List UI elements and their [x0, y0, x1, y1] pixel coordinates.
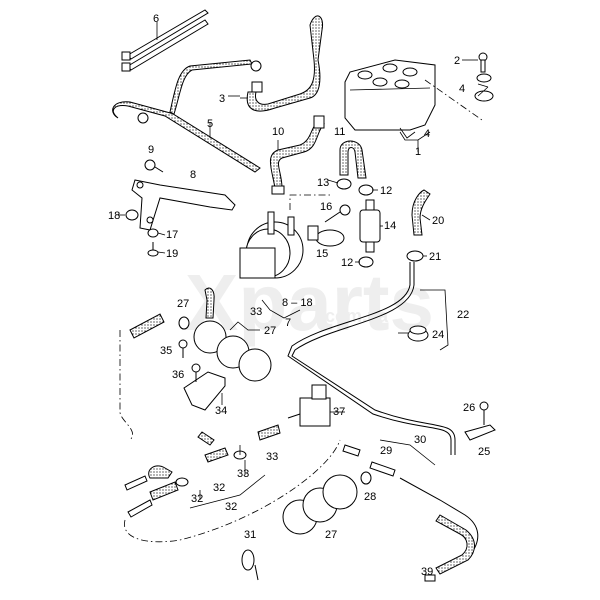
part-3-hose[interactable] [240, 15, 324, 112]
part-11-hose[interactable] [339, 140, 367, 179]
callout-29: 30 [414, 434, 426, 446]
watermark-main: Xparts [185, 258, 434, 347]
part-29-hose-line[interactable] [399, 477, 479, 575]
callout-6: 6 [153, 13, 159, 25]
callout-5: 5 [207, 118, 213, 130]
callout-35: 34 [215, 405, 227, 417]
leader-dash [119, 330, 133, 441]
part-9-screw[interactable] [144, 159, 164, 173]
leader-dash [124, 439, 341, 543]
callout-15: 15 [316, 248, 328, 260]
part-6-cable-ties[interactable] [121, 9, 209, 72]
callout-14: 14 [384, 220, 396, 232]
callout-27-lower: 28 [364, 491, 376, 503]
part-1-charcoal-canister[interactable] [344, 59, 436, 152]
part-27-nipple-upper[interactable] [178, 316, 190, 330]
callout-10: 10 [272, 126, 284, 138]
leader-lines [118, 59, 489, 509]
part-34-pipe-clips[interactable] [193, 320, 272, 382]
part-8-bracket[interactable] [131, 179, 236, 231]
watermark: Xparts .com.ua [185, 258, 434, 347]
callout-27-mid: 27 [264, 325, 276, 337]
callout-4-bracket: 4 [424, 128, 430, 140]
part-17-nut[interactable] [147, 228, 159, 238]
part-23-grommet[interactable] [407, 325, 429, 342]
part-19-bolt[interactable] [147, 242, 159, 257]
callout-12-upper: 12 [380, 185, 392, 197]
callout-30: 31 [244, 529, 256, 541]
callout-17: 17 [166, 229, 178, 241]
part-36-screw[interactable] [178, 339, 188, 358]
callout-3: 3 [219, 93, 225, 105]
callout-8: 8 [190, 169, 196, 181]
part-31-hose-set[interactable] [124, 424, 281, 518]
part-18-grommet[interactable] [125, 209, 139, 221]
callout-37: 36 [172, 369, 184, 381]
leader-dash [289, 194, 332, 210]
callout-12-lower: 12 [341, 257, 353, 269]
part-39-connector[interactable] [424, 574, 436, 582]
callouts: 6 2 4 3 5 10 11 4 1 9 8 13 12 16 18 17 1… [108, 13, 490, 578]
part-4-grommets[interactable] [474, 73, 494, 102]
callout-39: 39 [421, 566, 433, 578]
part-15-clamp-bracket[interactable] [307, 225, 345, 247]
callout-25: 26 [463, 402, 475, 414]
part-22-vent-pipe[interactable] [287, 262, 456, 455]
part-30-cable-tie[interactable] [241, 549, 259, 581]
part-38-valve[interactable] [287, 384, 331, 427]
part-hose-left-upper[interactable] [129, 287, 215, 339]
callout-13: 13 [317, 177, 329, 189]
part-7-solenoid-valve[interactable] [239, 211, 304, 279]
part-20-hose[interactable] [411, 189, 431, 236]
callout-34: 33 [250, 306, 262, 318]
part-28-t-connector[interactable] [342, 444, 396, 477]
part-10-hose[interactable] [270, 115, 325, 195]
part-24-clip[interactable] [464, 424, 496, 441]
callout-33-right: 33 [266, 451, 278, 463]
part-35-bracket[interactable] [183, 371, 226, 411]
leader-dash [424, 79, 483, 121]
callout-38: 37 [333, 406, 345, 418]
callout-24: 25 [478, 446, 490, 458]
callout-36: 35 [160, 345, 172, 357]
callout-4: 4 [459, 83, 465, 95]
callout-7: 7 [285, 317, 291, 329]
callout-16: 16 [320, 201, 332, 213]
callout-2: 2 [454, 55, 460, 67]
part-16-screw[interactable] [324, 204, 351, 223]
callout-18: 18 [108, 210, 120, 222]
part-12-clamp-upper[interactable] [358, 184, 374, 196]
part-13-clamp[interactable] [336, 178, 352, 190]
part-25-screw[interactable] [479, 401, 489, 425]
part-37-screw[interactable] [191, 363, 201, 382]
callout-9: 9 [148, 144, 154, 156]
callout-27-upper: 27 [177, 298, 189, 310]
callout-26: 27 [325, 529, 337, 541]
part-26-pipe-clips[interactable] [282, 474, 358, 535]
callout-28: 29 [380, 445, 392, 457]
watermark-sub: .com.ua [320, 306, 389, 326]
callout-1: 1 [415, 146, 421, 158]
part-5-vent-hose[interactable] [112, 59, 262, 173]
callout-11: 11 [334, 126, 345, 138]
part-27-nipple-lower[interactable] [360, 471, 372, 485]
callout-32-left: 32 [191, 493, 203, 505]
callout-19: 19 [166, 248, 178, 260]
part-12-clamp-lower[interactable] [358, 256, 374, 268]
callout-23: 24 [432, 329, 444, 341]
part-14-inline-filter[interactable] [359, 199, 381, 253]
callout-22: 22 [457, 309, 469, 321]
callout-33-mid: 32 [213, 482, 225, 494]
part-21-clamp[interactable] [406, 250, 424, 262]
callout-31: 32 [225, 501, 237, 513]
callout-32-right: 33 [237, 468, 249, 480]
callout-20: 20 [432, 215, 444, 227]
part-2-screw[interactable] [478, 52, 488, 73]
callout-8-18: 8 – 18 [282, 297, 313, 309]
callout-21: 21 [429, 251, 441, 263]
